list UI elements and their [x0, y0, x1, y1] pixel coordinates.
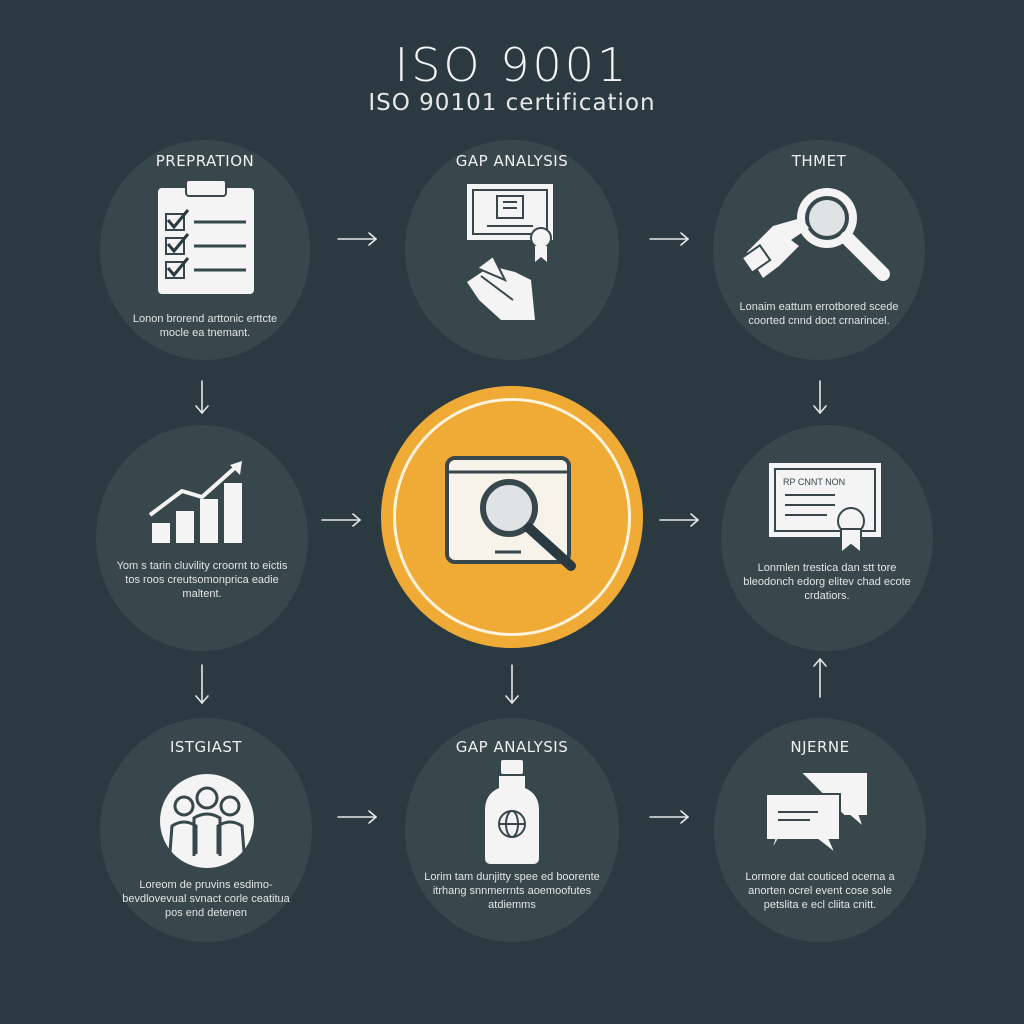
node-description: Lonaim eattum errotbored scede coorted c… [739, 301, 899, 327]
node-preparation: PREPRATION Lonon brorend arttonic erttct… [100, 140, 310, 360]
arrow-down-icon [505, 664, 519, 704]
center-node [381, 386, 643, 648]
node-description: Lonmlen trestica dan stt tore bleodonch … [743, 562, 911, 602]
node-description: Lormore dat couticed ocerna a anorten oc… [745, 871, 895, 911]
node-gap-analysis-top: GAP ANALYSIS [405, 140, 619, 360]
magnifier-screen-icon [445, 456, 576, 571]
certificate-signing-icon [467, 184, 553, 320]
bottle-globe-icon [485, 760, 539, 864]
node-thmet: THMET Lonaim eattum errotbored scede coo… [713, 140, 925, 360]
team-icon [160, 774, 254, 868]
node-description: Loreom de pruvins esdimo- bevdlovevual s… [122, 879, 290, 919]
arrow-down-icon [195, 380, 209, 414]
node-growth: Yom s tarin cluvility croornt to eictis … [96, 425, 308, 651]
node-description: Lonon brorend arttonic erttcte mocle ea … [132, 313, 278, 339]
arrow-right-icon [337, 232, 377, 246]
certificate-text: RP CNNT NON [783, 477, 845, 487]
chat-bubbles-icon [765, 771, 869, 855]
node-certificate: RP CNNT NON Lonmlen trestica dan stt tor… [721, 425, 933, 651]
arrow-right-icon [321, 513, 361, 527]
node-label: GAP ANALYSIS [455, 152, 569, 170]
arrow-down-icon [813, 380, 827, 414]
growth-chart-icon [148, 461, 242, 543]
arrow-up-icon [813, 658, 827, 698]
arrow-right-icon [337, 810, 377, 824]
node-istgiast: ISTGIAST Loreom de pruvins esdimo- bevdl… [100, 718, 312, 942]
magnifier-hand-icon [743, 188, 890, 281]
center-ring [393, 398, 631, 636]
page-subtitle: ISO 90101 certification [368, 90, 656, 116]
node-label: THMET [791, 152, 847, 170]
certificate-icon: RP CNNT NON [769, 463, 881, 556]
arrow-right-icon [649, 810, 689, 824]
node-gap-analysis-bottom: GAP ANALYSIS Lorim tam dunjitty spee ed … [405, 718, 619, 942]
node-description: Yom s tarin cluvility croornt to eictis … [116, 560, 288, 600]
arrow-down-icon [195, 664, 209, 704]
checklist-icon [158, 179, 254, 294]
arrow-right-icon [649, 232, 689, 246]
node-description: Lorim tam dunjitty spee ed boorente itrh… [424, 871, 600, 911]
page-title: ISO 9001 [394, 38, 630, 92]
node-label: GAP ANALYSIS [455, 738, 569, 756]
node-label: ISTGIAST [169, 738, 243, 756]
node-label: NJERNE [790, 738, 850, 756]
arrow-right-icon [659, 513, 699, 527]
node-label: PREPRATION [155, 152, 255, 170]
node-njerne: NJERNE Lormore dat couticed ocerna a ano… [714, 718, 926, 942]
